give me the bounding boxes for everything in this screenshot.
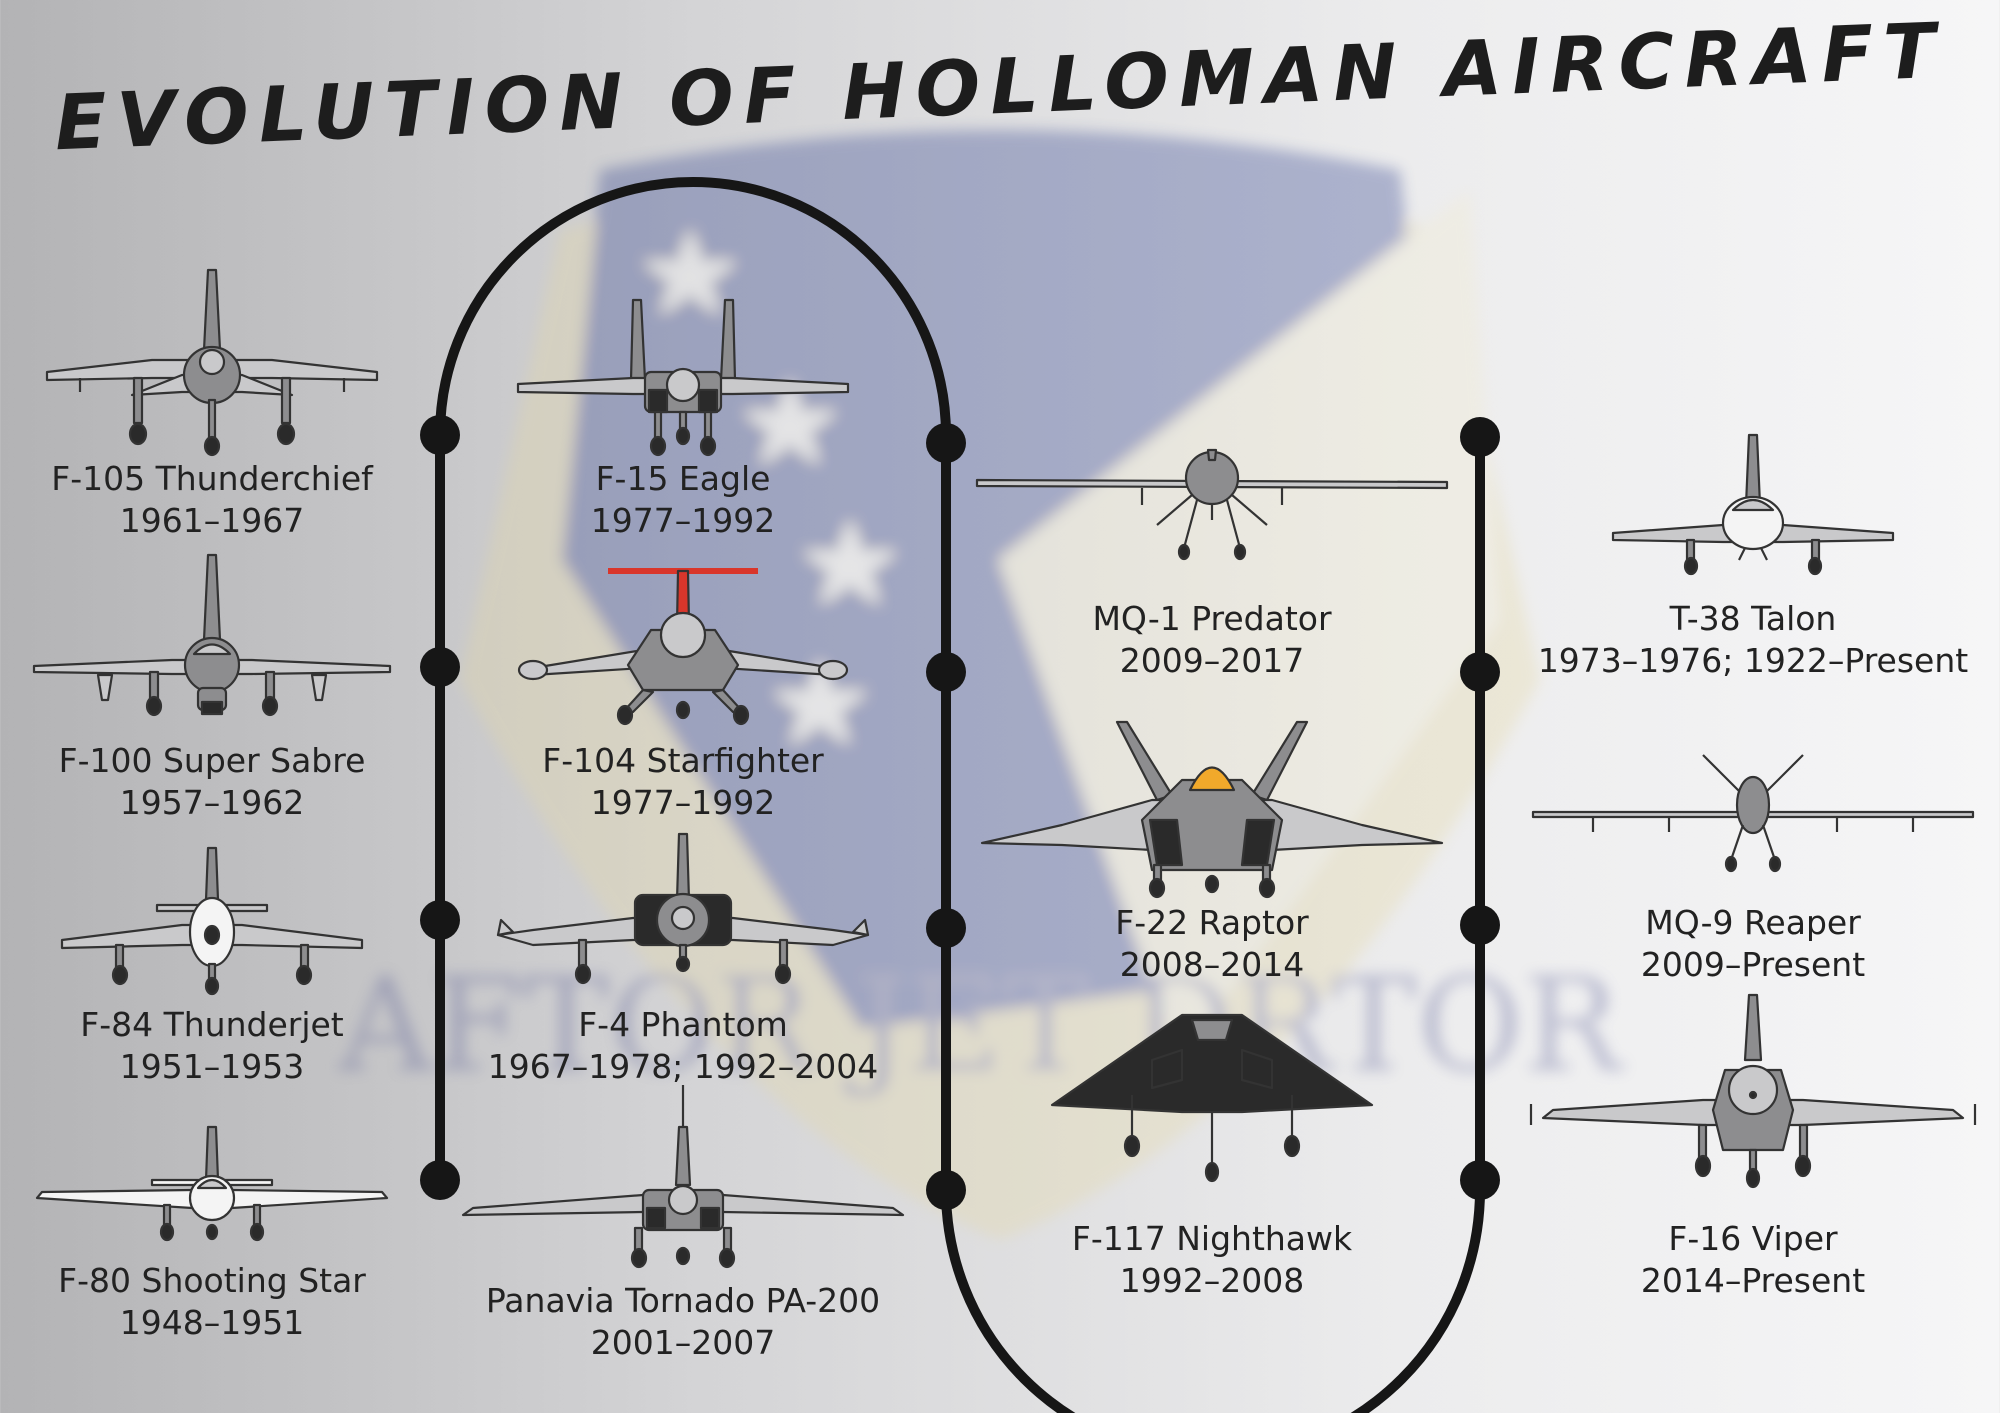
aircraft-name: F-104 Starfighter (542, 741, 824, 780)
f80-illustration (35, 1125, 389, 1242)
f16-illustration (1529, 993, 1977, 1189)
aircraft-years: 1967–1978; 1992–2004 (487, 1047, 879, 1086)
timeline-node (926, 423, 966, 463)
aircraft-years: 2009–2017 (1119, 641, 1305, 680)
mq9-illustration (1531, 754, 1975, 873)
timeline-node (420, 415, 460, 455)
label-f16: F-16 Viper 2014–Present (1493, 1218, 2000, 1302)
timeline-node (1460, 652, 1500, 692)
f105-illustration (45, 268, 379, 457)
label-mq1: MQ-1 Predator 2009–2017 (952, 598, 1472, 682)
aircraft-years: 1992–2008 (1119, 1261, 1305, 1300)
aircraft-years: 1948–1951 (119, 1303, 305, 1342)
aircraft-name: MQ-1 Predator (1092, 599, 1332, 638)
timeline-nodes (420, 415, 1500, 1210)
f100-illustration (32, 553, 392, 717)
f84-illustration (60, 846, 364, 996)
f15-illustration (516, 298, 850, 457)
aircraft-name: Panavia Tornado PA-200 (485, 1281, 881, 1320)
timeline-node (1460, 417, 1500, 457)
aircraft-name: F-117 Nighthawk (1071, 1219, 1353, 1258)
aircraft-name: F-80 Shooting Star (58, 1261, 366, 1300)
timeline-node (420, 647, 460, 687)
tornado-illustration (461, 1085, 905, 1269)
aircraft-years: 1973–1976; 1922–Present (1537, 641, 1969, 680)
aircraft-years: 1961–1967 (119, 501, 305, 540)
aircraft-name: F-100 Super Sabre (58, 741, 366, 780)
label-f100: F-100 Super Sabre 1957–1962 (0, 740, 472, 824)
f104-illustration (517, 568, 849, 726)
svg-text:AFTOR JET DRTOR: AFTOR JET DRTOR (338, 949, 1625, 1101)
label-f117: F-117 Nighthawk 1992–2008 (952, 1218, 1472, 1302)
aircraft-years: 2008–2014 (1119, 945, 1305, 984)
aircraft-years: 2014–Present (1640, 1261, 1866, 1300)
label-tornado: Panavia Tornado PA-200 2001–2007 (423, 1280, 943, 1364)
t38-illustration (1611, 433, 1895, 576)
aircraft-name: F-84 Thunderjet (80, 1005, 344, 1044)
label-f84: F-84 Thunderjet 1951–1953 (0, 1004, 472, 1088)
aircraft-years: 2009–Present (1640, 945, 1866, 984)
timeline-node (1460, 905, 1500, 945)
timeline-node (420, 1160, 460, 1200)
timeline-node (420, 900, 460, 940)
aircraft-years: 1951–1953 (119, 1047, 305, 1086)
aircraft-name: F-22 Raptor (1115, 903, 1309, 942)
timeline-node (926, 652, 966, 692)
aircraft-years: 1977–1992 (590, 783, 776, 822)
aircraft-name: F-105 Thunderchief (51, 459, 373, 498)
label-mq9: MQ-9 Reaper 2009–Present (1493, 902, 2000, 986)
aircraft-name: F-16 Viper (1668, 1219, 1838, 1258)
label-t38: T-38 Talon 1973–1976; 1922–Present (1493, 598, 2000, 682)
timeline-node (1460, 1160, 1500, 1200)
label-f15: F-15 Eagle 1977–1992 (423, 458, 943, 542)
aircraft-name: MQ-9 Reaper (1645, 903, 1861, 942)
label-f4: F-4 Phantom 1967–1978; 1992–2004 (423, 1004, 943, 1088)
aircraft-name: F-4 Phantom (578, 1005, 788, 1044)
aircraft-years: 1957–1962 (119, 783, 305, 822)
label-f80: F-80 Shooting Star 1948–1951 (0, 1260, 472, 1344)
label-f105: F-105 Thunderchief 1961–1967 (0, 458, 472, 542)
aircraft-years: 1977–1992 (590, 501, 776, 540)
f22-illustration (980, 720, 1444, 899)
label-f22: F-22 Raptor 2008–2014 (952, 902, 1472, 986)
timeline-node (926, 908, 966, 948)
f4-illustration (496, 832, 870, 985)
f117-illustration (1050, 1013, 1374, 1183)
mq1-illustration (975, 448, 1449, 561)
aircraft-years: 2001–2007 (590, 1323, 776, 1362)
aircraft-name: T-38 Talon (1669, 599, 1837, 638)
timeline (435, 177, 1485, 1413)
timeline-node (926, 1170, 966, 1210)
aircraft-name: F-15 Eagle (595, 459, 771, 498)
label-f104: F-104 Starfighter 1977–1992 (423, 740, 943, 824)
